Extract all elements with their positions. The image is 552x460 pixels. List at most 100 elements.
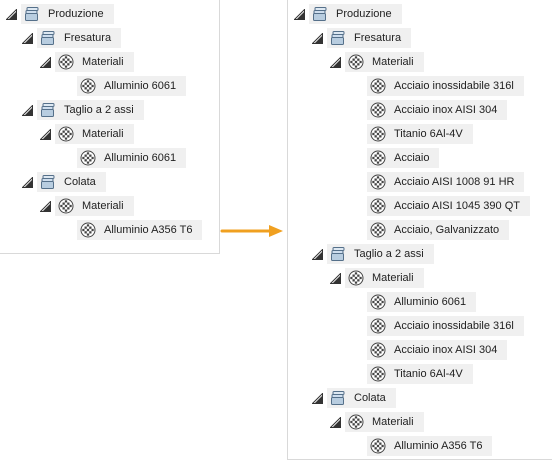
expand-triangle-icon[interactable] (40, 200, 51, 212)
tree-node-material[interactable]: Alluminio A356 T6 (367, 436, 493, 456)
node-label: Materiali (372, 56, 414, 68)
tree-row[interactable]: Materiali (40, 124, 134, 144)
tree-node-material[interactable]: Acciaio inossidabile 316l (367, 316, 524, 336)
node-label: Fresatura (354, 32, 402, 44)
tree-node-material[interactable]: Acciaio inox AISI 304 (367, 100, 508, 120)
material-icon (370, 198, 386, 214)
tree-node-produzione[interactable]: Produzione (21, 4, 114, 24)
material-icon (348, 270, 364, 286)
node-label: Titanio 6Al-4V (394, 128, 463, 140)
expand-triangle-icon[interactable] (22, 32, 33, 44)
tree-row[interactable]: Taglio a 2 assi (22, 100, 144, 120)
tree-node-material[interactable]: Acciaio, Galvanizzato (367, 220, 510, 240)
material-icon (58, 198, 74, 214)
material-icon (58, 126, 74, 142)
expand-triangle-icon[interactable] (294, 8, 305, 20)
tree-node-taglio[interactable]: Taglio a 2 assi (327, 244, 434, 264)
tree-node-material[interactable]: Titanio 6Al-4V (367, 124, 473, 144)
expand-triangle-icon[interactable] (330, 416, 341, 428)
tree-node-materiali[interactable]: Materiali (55, 196, 134, 216)
expand-triangle-icon[interactable] (22, 176, 33, 188)
expand-triangle-icon[interactable] (40, 128, 51, 140)
material-icon (370, 150, 386, 166)
tree-panel-before: Produzione Fresatura Materiali Alluminio… (0, 0, 220, 254)
material-icon (370, 222, 386, 238)
expand-triangle-icon[interactable] (312, 32, 323, 44)
tree-node-materiali[interactable]: Materiali (55, 124, 134, 144)
tree-row[interactable]: Alluminio 6061 (77, 148, 187, 168)
tree-panel-after: Produzione Fresatura Materiali Acciaio i… (287, 0, 552, 460)
material-icon (348, 54, 364, 70)
tree-row[interactable]: Acciaio AISI 1008 91 HR (367, 172, 525, 192)
expand-triangle-icon[interactable] (6, 8, 17, 20)
tree-row[interactable]: Materiali (40, 196, 134, 216)
tree-row[interactable]: Acciaio AISI 1045 390 QT (367, 196, 530, 216)
tree-node-materiali[interactable]: Materiali (345, 268, 424, 288)
material-icon (80, 150, 96, 166)
expand-triangle-icon[interactable] (312, 392, 323, 404)
tree-row[interactable]: Materiali (330, 52, 424, 72)
node-label: Acciaio inossidabile 316l (394, 80, 514, 92)
arrow-right-icon (219, 222, 285, 240)
tree-row[interactable]: Fresatura (22, 28, 122, 48)
tree-node-material[interactable]: Titanio 6Al-4V (367, 364, 473, 384)
tree-node-material[interactable]: Acciaio AISI 1045 390 QT (367, 196, 530, 216)
tree-node-colata[interactable]: Colata (327, 388, 396, 408)
tree-row[interactable]: Acciaio inossidabile 316l (367, 76, 524, 96)
tree-row[interactable]: Acciaio inossidabile 316l (367, 316, 524, 336)
tree-node-materiali[interactable]: Materiali (55, 52, 134, 72)
tree-row[interactable]: Taglio a 2 assi (312, 244, 434, 264)
tree-node-materiali[interactable]: Materiali (345, 52, 424, 72)
tree-row[interactable]: Materiali (40, 52, 134, 72)
tree-node-materiali[interactable]: Materiali (345, 412, 424, 432)
tree-row[interactable]: Titanio 6Al-4V (367, 364, 473, 384)
tree-node-material[interactable]: Alluminio 6061 (77, 76, 187, 96)
tree-node-material[interactable]: Acciaio inossidabile 316l (367, 76, 524, 96)
node-label: Acciaio (394, 152, 430, 164)
tree-row[interactable]: Acciaio (367, 148, 440, 168)
tree-row[interactable]: Titanio 6Al-4V (367, 124, 473, 144)
tree-node-material[interactable]: Alluminio A356 T6 (77, 220, 203, 240)
tree-row[interactable]: Produzione (6, 4, 114, 24)
operation-icon (330, 390, 346, 406)
expand-triangle-icon[interactable] (330, 56, 341, 68)
tree-node-produzione[interactable]: Produzione (309, 4, 402, 24)
tree-row[interactable]: Alluminio A356 T6 (77, 220, 203, 240)
material-icon (80, 222, 96, 238)
tree-row[interactable]: Alluminio 6061 (367, 292, 477, 312)
node-label: Materiali (82, 128, 124, 140)
expand-triangle-icon[interactable] (40, 56, 51, 68)
tree-row[interactable]: Fresatura (312, 28, 412, 48)
node-label: Acciaio AISI 1008 91 HR (394, 176, 515, 188)
expand-triangle-icon[interactable] (312, 248, 323, 260)
tree-row[interactable]: Acciaio inox AISI 304 (367, 100, 508, 120)
tree-row[interactable]: Acciaio, Galvanizzato (367, 220, 510, 240)
tree-node-fresatura[interactable]: Fresatura (327, 28, 412, 48)
material-icon (80, 78, 96, 94)
tree-node-material[interactable]: Acciaio AISI 1008 91 HR (367, 172, 525, 192)
expand-triangle-icon[interactable] (330, 272, 341, 284)
tree-node-taglio[interactable]: Taglio a 2 assi (37, 100, 144, 120)
tree-node-material[interactable]: Acciaio (367, 148, 440, 168)
tree-node-fresatura[interactable]: Fresatura (37, 28, 122, 48)
expand-triangle-icon[interactable] (22, 104, 33, 116)
tree-row[interactable]: Colata (22, 172, 106, 192)
material-icon (370, 294, 386, 310)
tree-row[interactable]: Alluminio 6061 (77, 76, 187, 96)
tree-node-colata[interactable]: Colata (37, 172, 106, 192)
tree-node-material[interactable]: Alluminio 6061 (367, 292, 477, 312)
material-icon (370, 174, 386, 190)
material-icon (370, 102, 386, 118)
material-icon (58, 54, 74, 70)
tree-row[interactable]: Alluminio A356 T6 (367, 436, 493, 456)
tree-row[interactable]: Colata (312, 388, 396, 408)
tree-node-material[interactable]: Alluminio 6061 (77, 148, 187, 168)
tree-row[interactable]: Materiali (330, 412, 424, 432)
node-label: Fresatura (64, 32, 112, 44)
tree-node-material[interactable]: Acciaio inox AISI 304 (367, 340, 508, 360)
node-label: Taglio a 2 assi (354, 248, 424, 260)
tree-row[interactable]: Produzione (294, 4, 402, 24)
tree-row[interactable]: Materiali (330, 268, 424, 288)
material-icon (370, 78, 386, 94)
tree-row[interactable]: Acciaio inox AISI 304 (367, 340, 508, 360)
